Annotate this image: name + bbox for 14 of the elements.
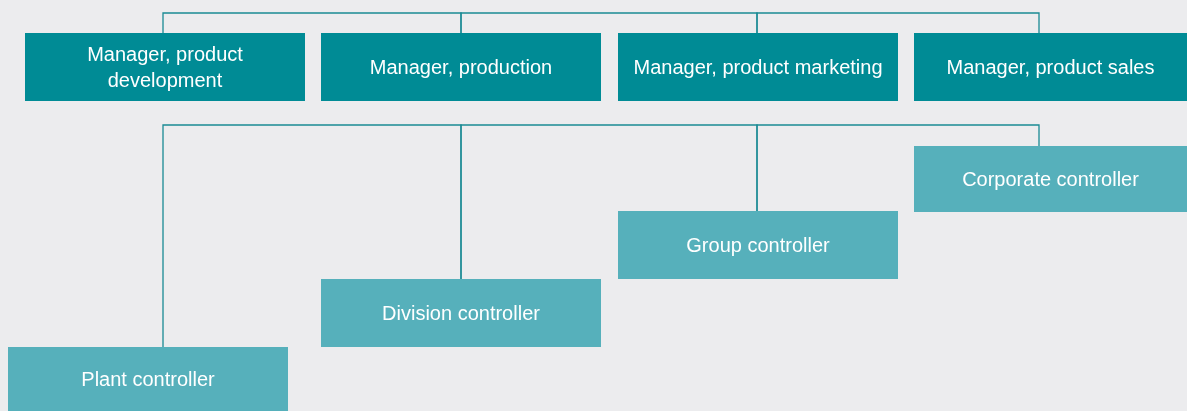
- org-box: Manager, product sales: [914, 33, 1187, 101]
- org-box: Corporate controller: [914, 146, 1187, 212]
- org-box: Division controller: [321, 279, 601, 347]
- org-box: Manager, product marketing: [618, 33, 898, 101]
- org-box: Group controller: [618, 211, 898, 279]
- org-box: Manager, product development: [25, 33, 305, 101]
- connector-line: [162, 12, 462, 34]
- org-box: Plant controller: [8, 347, 288, 411]
- connector-line: [162, 124, 462, 348]
- connector-line: [756, 12, 1040, 34]
- connector-line: [460, 12, 758, 34]
- connector-line: [460, 124, 758, 280]
- connector-line: [756, 124, 1040, 212]
- org-box: Manager, production: [321, 33, 601, 101]
